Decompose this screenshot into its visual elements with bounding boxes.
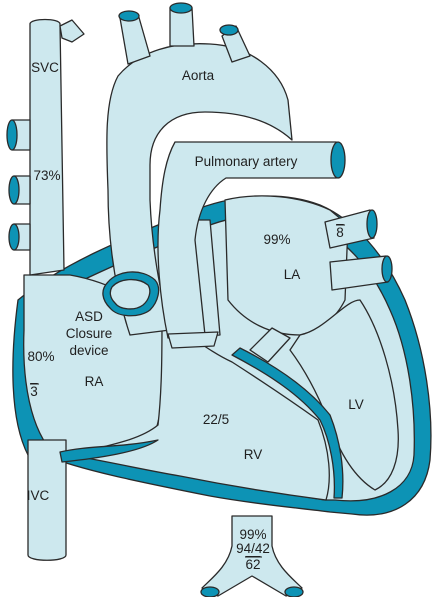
pulmonary-vein-lower-opening bbox=[381, 255, 393, 283]
right-ventricle bbox=[69, 317, 330, 501]
pulmonary-artery-opening bbox=[330, 141, 346, 179]
interventricular-septum bbox=[231, 347, 344, 499]
label-svc: SVC bbox=[31, 60, 59, 75]
aortic-branch-middle bbox=[169, 7, 195, 47]
label-svc-saturation: 73% bbox=[33, 168, 60, 183]
label-la: LA bbox=[284, 267, 301, 282]
svc-tributary-upper-opening bbox=[6, 119, 18, 151]
aortic-branch-right-opening bbox=[219, 24, 239, 36]
pulmonary-vein-upper bbox=[324, 209, 375, 249]
label-ivc: IVC bbox=[27, 488, 50, 503]
aortic-branch-middle-opening bbox=[169, 2, 193, 14]
label-la-mean-pressure: 8 bbox=[336, 225, 344, 240]
mitral-valve bbox=[249, 327, 291, 363]
label-asd-line2: Closure bbox=[66, 326, 113, 341]
svc-tributary-lower-opening bbox=[8, 223, 20, 251]
descending-aorta bbox=[201, 515, 303, 597]
aortic-branch-left bbox=[119, 13, 151, 65]
asd-closure-disc bbox=[109, 278, 151, 310]
label-aorta-pressure: 94/42 bbox=[236, 541, 270, 556]
pulmonary-vein-upper-opening bbox=[366, 209, 378, 239]
tricuspid-leaflets bbox=[59, 439, 159, 463]
label-aorta: Aorta bbox=[182, 68, 215, 83]
label-asd-line1: ASD bbox=[75, 309, 103, 324]
superior-vena-cava bbox=[29, 18, 65, 276]
aortic-branch-left-opening bbox=[118, 10, 140, 22]
left-atrium bbox=[224, 195, 349, 336]
aortic-valve bbox=[167, 331, 219, 349]
label-lv: LV bbox=[348, 397, 364, 412]
svc-top-branch bbox=[59, 19, 85, 43]
label-ra-saturation: 80% bbox=[27, 349, 54, 364]
label-la-saturation: 99% bbox=[263, 232, 290, 247]
label-ra: RA bbox=[85, 374, 104, 389]
descending-aorta-right-opening bbox=[284, 586, 304, 597]
label-asd-line3: device bbox=[69, 343, 108, 358]
svc-tributary-middle-opening bbox=[8, 175, 20, 205]
label-rv: RV bbox=[244, 447, 263, 462]
label-rv-pressure: 22/5 bbox=[203, 412, 229, 427]
descending-aorta-left-opening bbox=[200, 586, 220, 597]
label-aorta-saturation: 99% bbox=[239, 527, 266, 542]
label-ra-mean-pressure: 3 bbox=[30, 384, 38, 399]
inferior-vena-cava bbox=[27, 439, 67, 561]
label-pulmonary-artery: Pulmonary artery bbox=[195, 154, 298, 169]
label-aorta-mean-pressure: 62 bbox=[245, 557, 260, 572]
